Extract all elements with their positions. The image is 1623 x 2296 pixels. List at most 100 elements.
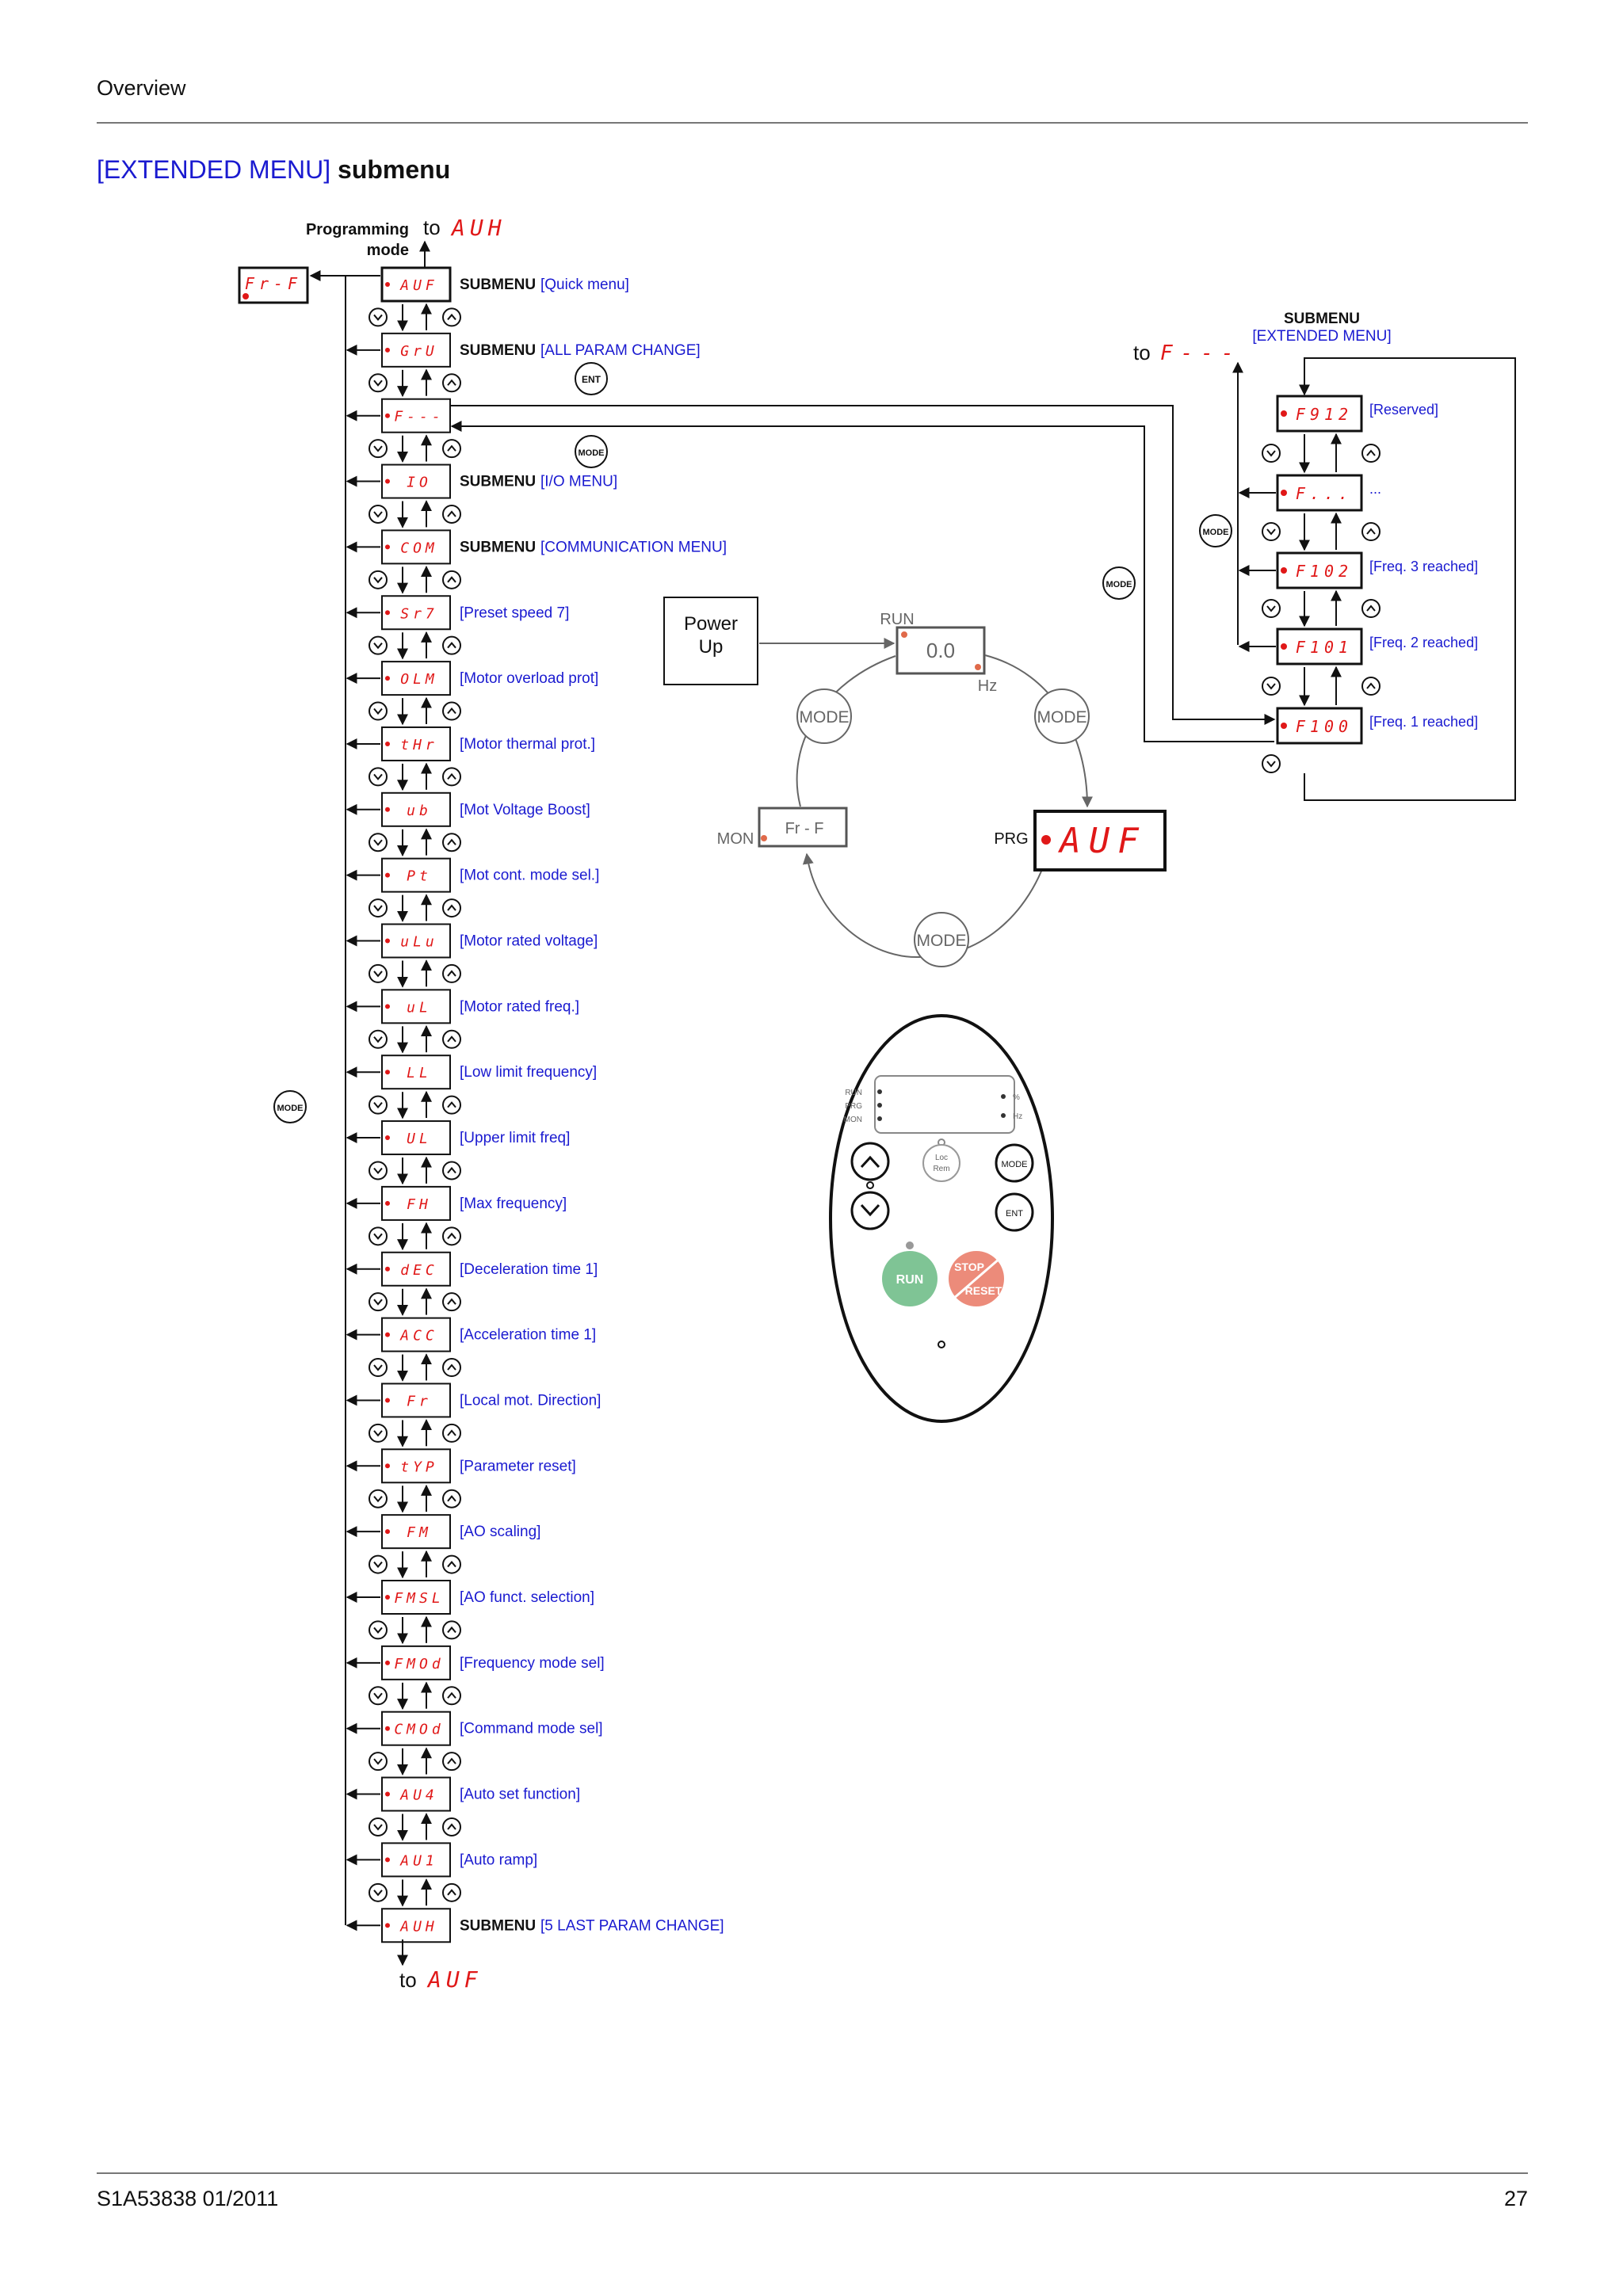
- menu-down-button[interactable]: [369, 307, 388, 327]
- menu-up-button[interactable]: [442, 1817, 461, 1836]
- menu-up-button[interactable]: [442, 1423, 461, 1443]
- menu-down-button[interactable]: [369, 898, 388, 918]
- run-display-value: 0.0: [926, 639, 955, 662]
- right-down-button[interactable]: [1262, 522, 1281, 541]
- keypad-loc-rem-button[interactable]: [922, 1144, 960, 1182]
- menu-down-button[interactable]: [369, 1489, 388, 1508]
- menu-down-button[interactable]: [369, 1882, 388, 1902]
- right-up-button[interactable]: [1361, 522, 1381, 541]
- menu-down-button[interactable]: [369, 1423, 388, 1443]
- right-down-button[interactable]: [1262, 444, 1281, 463]
- keypad-ent-button[interactable]: [995, 1192, 1034, 1232]
- mode-node-left[interactable]: [796, 688, 852, 744]
- menu-down-button[interactable]: [369, 504, 388, 524]
- menu-down-button[interactable]: [369, 1095, 388, 1115]
- menu-item: ub[Mot Voltage Boost]: [346, 791, 590, 857]
- keypad-mode-button[interactable]: [995, 1143, 1034, 1183]
- menu-up-button[interactable]: [442, 1882, 461, 1902]
- menu-up-button[interactable]: [442, 570, 461, 589]
- menu-up-button[interactable]: [442, 1358, 461, 1378]
- chevron-down-icon: [1266, 605, 1276, 612]
- mode-node-right[interactable]: [1034, 688, 1090, 744]
- menu-up-button[interactable]: [442, 1620, 461, 1640]
- chevron-down-icon: [1266, 761, 1276, 768]
- menu-item: F---: [346, 398, 461, 463]
- menu-up-button[interactable]: [442, 1554, 461, 1574]
- menu-down-button[interactable]: [369, 1161, 388, 1180]
- mode-button-panel[interactable]: [1199, 514, 1232, 547]
- right-down-button[interactable]: [1262, 754, 1281, 773]
- menu-up-button[interactable]: [442, 1752, 461, 1772]
- right-down-button[interactable]: [1262, 599, 1281, 618]
- right-up-button[interactable]: [1361, 599, 1381, 618]
- menu-up-button[interactable]: [442, 1226, 461, 1246]
- menu-up-button[interactable]: [442, 701, 461, 721]
- ent-button[interactable]: [575, 362, 608, 395]
- menu-down-button[interactable]: [369, 570, 388, 589]
- menu-item-label: [Max frequency]: [460, 1196, 567, 1212]
- menu-up-button[interactable]: [442, 439, 461, 459]
- menu-down-button[interactable]: [369, 1686, 388, 1706]
- mode-button-mid-label: MODE: [579, 448, 605, 458]
- section-title: [EXTENDED MENU] submenu: [97, 155, 450, 185]
- power-up-label: Power: [684, 613, 738, 635]
- menu-down-button[interactable]: [369, 963, 388, 983]
- mode-node-bottom[interactable]: [914, 912, 969, 967]
- menu-up-button[interactable]: [442, 1292, 461, 1312]
- keypad-up-button[interactable]: [850, 1142, 890, 1181]
- menu-up-button[interactable]: [442, 307, 461, 327]
- menu-item-code: FMOd: [394, 1656, 444, 1672]
- menu-down-button[interactable]: [369, 833, 388, 852]
- menu-item-label: [I/O MENU]: [540, 474, 617, 490]
- right-up-button[interactable]: [1361, 444, 1381, 463]
- menu-down-button[interactable]: [369, 767, 388, 787]
- menu-down-button[interactable]: [369, 373, 388, 393]
- menu-up-button[interactable]: [442, 1161, 461, 1180]
- menu-up-button[interactable]: [442, 635, 461, 655]
- mode-node-left-label: MODE: [800, 708, 850, 727]
- menu-item: tHr[Motor thermal prot.]: [346, 726, 595, 791]
- menu-down-button[interactable]: [369, 1292, 388, 1312]
- menu-up-button[interactable]: [442, 767, 461, 787]
- header-rule: [97, 122, 1528, 124]
- menu-item-display: [381, 1842, 451, 1878]
- chevron-down-icon: [1266, 683, 1276, 690]
- right-down-button[interactable]: [1262, 677, 1281, 696]
- menu-down-button[interactable]: [369, 1358, 388, 1378]
- menu-down-button[interactable]: [369, 1752, 388, 1772]
- menu-item-label: [Motor rated voltage]: [460, 933, 598, 950]
- menu-up-button[interactable]: [442, 1686, 461, 1706]
- menu-up-button[interactable]: [442, 833, 461, 852]
- chevron-down-icon: [373, 1364, 383, 1371]
- menu-down-button[interactable]: [369, 1554, 388, 1574]
- menu-down-button[interactable]: [369, 1029, 388, 1049]
- mode-button-mid[interactable]: [575, 435, 608, 468]
- mode-button-right[interactable]: [1102, 566, 1136, 600]
- menu-item: FH[Max frequency]: [346, 1185, 567, 1251]
- right-up-button[interactable]: [1361, 677, 1381, 696]
- menu-item-code: AU4: [399, 1787, 438, 1804]
- right-to-code: F---: [1160, 341, 1242, 365]
- keypad-run-button[interactable]: [882, 1251, 938, 1306]
- menu-up-button[interactable]: [442, 1029, 461, 1049]
- menu-item-label: [Frequency mode sel]: [460, 1655, 605, 1672]
- menu-item-code: OLM: [400, 671, 438, 688]
- menu-up-button[interactable]: [442, 504, 461, 524]
- menu-up-button[interactable]: [442, 1489, 461, 1508]
- menu-down-button[interactable]: [369, 635, 388, 655]
- menu-up-button[interactable]: [442, 373, 461, 393]
- menu-up-button[interactable]: [442, 963, 461, 983]
- menu-down-button[interactable]: [369, 1620, 388, 1640]
- menu-down-button[interactable]: [369, 1226, 388, 1246]
- menu-down-button[interactable]: [369, 701, 388, 721]
- menu-item: ACC[Acceleration time 1]: [346, 1317, 596, 1382]
- menu-down-button[interactable]: [369, 439, 388, 459]
- menu-up-button[interactable]: [442, 898, 461, 918]
- right-panel-label: [Freq. 2 reached]: [1369, 635, 1478, 650]
- keypad-down-button[interactable]: [850, 1191, 890, 1230]
- mode-button-left[interactable]: [273, 1090, 307, 1123]
- menu-item-label: [Auto set function]: [460, 1787, 580, 1803]
- chevron-up-icon: [447, 642, 456, 649]
- menu-up-button[interactable]: [442, 1095, 461, 1115]
- menu-down-button[interactable]: [369, 1817, 388, 1836]
